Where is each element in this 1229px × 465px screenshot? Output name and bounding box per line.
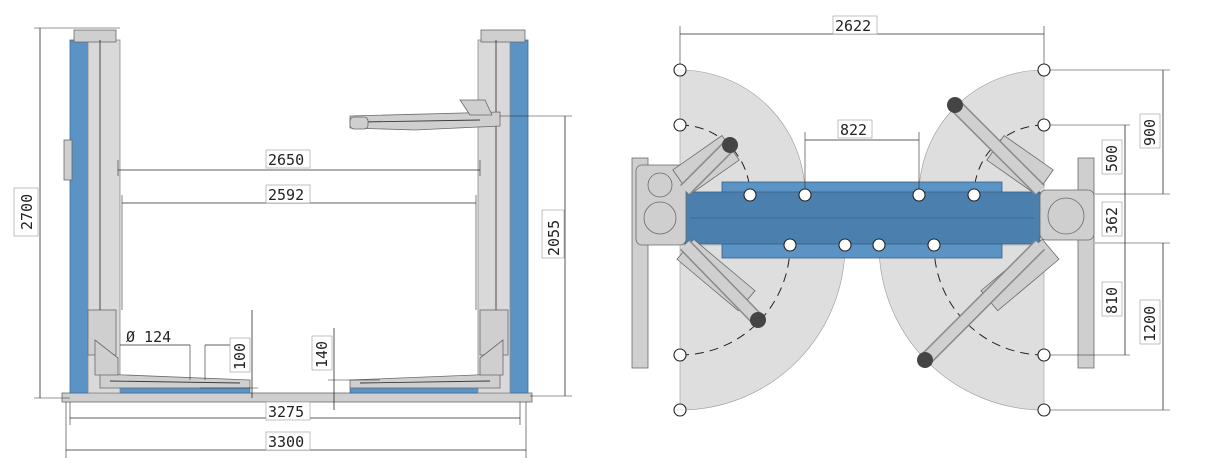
dim-900: 900 [1141,119,1159,146]
lowered-arm-right [349,339,504,389]
dim-2650: 2650 [268,151,304,169]
lowered-arm-left [94,339,251,389]
raised-arm [349,99,501,131]
dim-810: 810 [1103,287,1121,314]
dim-3300: 3300 [268,433,304,451]
dim-100: 100 [231,343,249,370]
top-view: 2622 822 900 500 362 810 1200 [631,15,1170,417]
side-view: 2700 2650 2592 2055 Ø 124 100 [13,27,572,458]
dim-2622: 2622 [835,17,871,35]
dim-3275: 3275 [268,403,304,421]
left-post [63,29,121,394]
dim-1200: 1200 [1141,306,1159,342]
dim-pad-diameter: Ø 124 [126,328,171,346]
dim-2700: 2700 [18,194,36,230]
dim-822: 822 [840,121,867,139]
pivot-markers [673,63,1051,417]
dim-2055: 2055 [545,220,563,256]
floor-base [61,392,533,403]
dim-500: 500 [1103,145,1121,172]
dim-2592: 2592 [268,186,304,204]
arms [679,97,1045,368]
dim-140: 140 [313,341,331,368]
dim-362: 362 [1103,207,1121,234]
right-post [477,29,529,394]
